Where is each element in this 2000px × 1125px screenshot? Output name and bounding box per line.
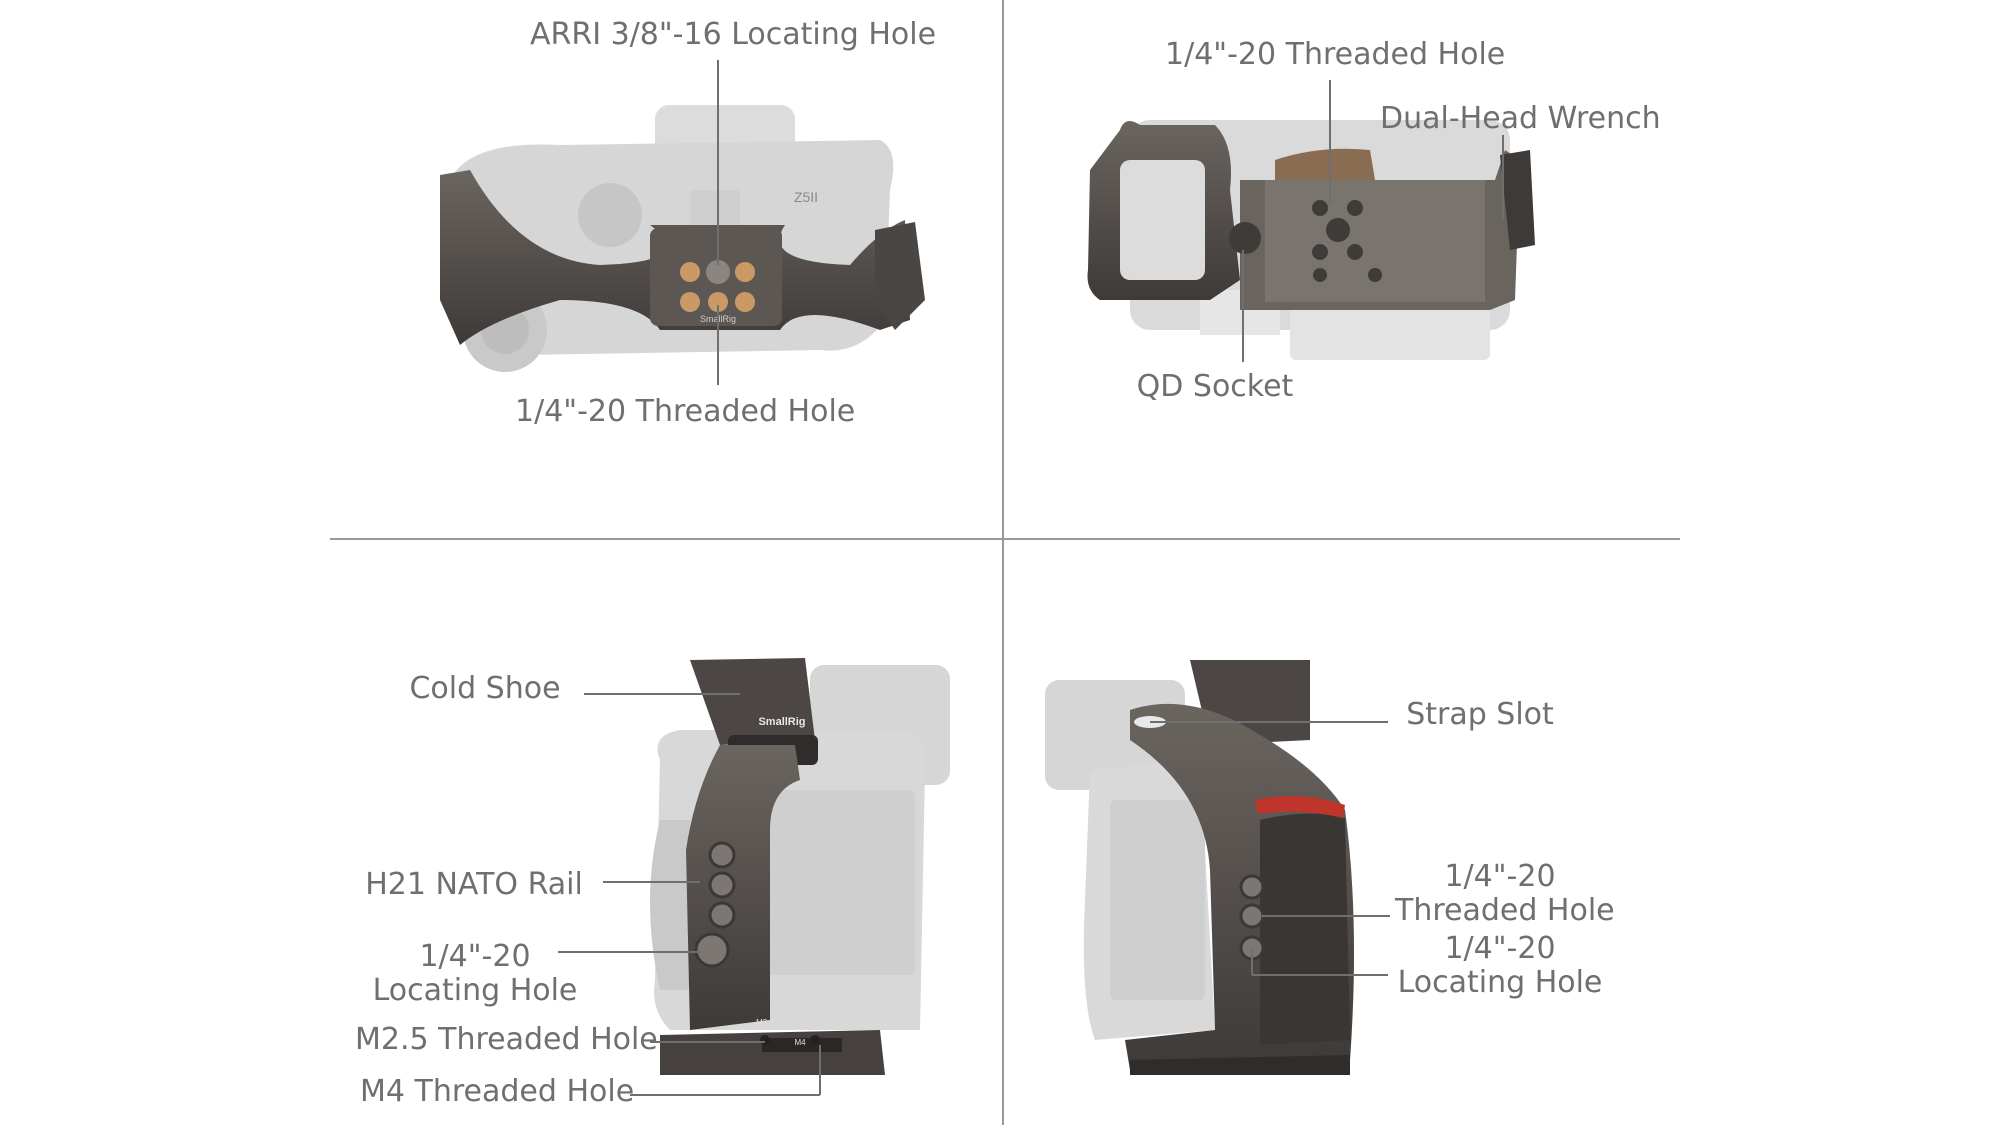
label-nato-rail: H21 NATO Rail bbox=[365, 867, 583, 902]
label-dual-head-wrench: Dual-Head Wrench bbox=[1380, 101, 1661, 136]
vertical-divider bbox=[1002, 0, 1004, 1125]
m25-mark: M2.5 bbox=[756, 1018, 774, 1027]
left-side-brand-mark: SmallRig bbox=[758, 716, 805, 728]
label-right-locating-hole-line2: Locating Hole bbox=[1397, 965, 1603, 1000]
label-strap-slot: Strap Slot bbox=[1406, 697, 1554, 732]
label-right-threaded-hole-line2: Threaded Hole bbox=[1395, 893, 1615, 928]
label-left-locating-hole: 1/4"-20 Locating Hole bbox=[360, 940, 590, 1008]
label-m25-threaded-hole: M2.5 Threaded Hole bbox=[355, 1022, 658, 1057]
label-m4-threaded-hole: M4 Threaded Hole bbox=[360, 1074, 635, 1109]
label-bottom-threaded-hole: 1/4"-20 Threaded Hole bbox=[1165, 37, 1506, 72]
label-right-locating-hole-line1: 1/4"-20 bbox=[1444, 931, 1556, 966]
label-cold-shoe: Cold Shoe bbox=[409, 671, 561, 706]
m4-mark: M4 bbox=[794, 1038, 806, 1047]
label-right-locating-hole: 1/4"-20 Locating Hole bbox=[1395, 932, 1605, 1000]
label-left-locating-hole-line1: 1/4"-20 bbox=[419, 939, 531, 974]
label-top-threaded-hole: 1/4"-20 Threaded Hole bbox=[515, 394, 856, 429]
bottom-view-cage bbox=[1087, 121, 1535, 310]
top-view-model-mark: Z5II bbox=[794, 189, 818, 205]
top-view-cage bbox=[440, 170, 925, 345]
right-side-cage bbox=[1125, 660, 1354, 1075]
label-right-threaded-hole-line1: 1/4"-20 bbox=[1444, 859, 1556, 894]
label-right-threaded-hole: 1/4"-20 Threaded Hole bbox=[1395, 859, 1615, 928]
label-left-locating-hole-line2: Locating Hole bbox=[372, 973, 578, 1008]
left-side-cage bbox=[660, 658, 885, 1075]
horizontal-divider bbox=[330, 538, 1680, 540]
label-qd-socket: QD Socket bbox=[1136, 369, 1294, 404]
label-arri-locating-hole: ARRI 3/8"-16 Locating Hole bbox=[530, 17, 937, 52]
